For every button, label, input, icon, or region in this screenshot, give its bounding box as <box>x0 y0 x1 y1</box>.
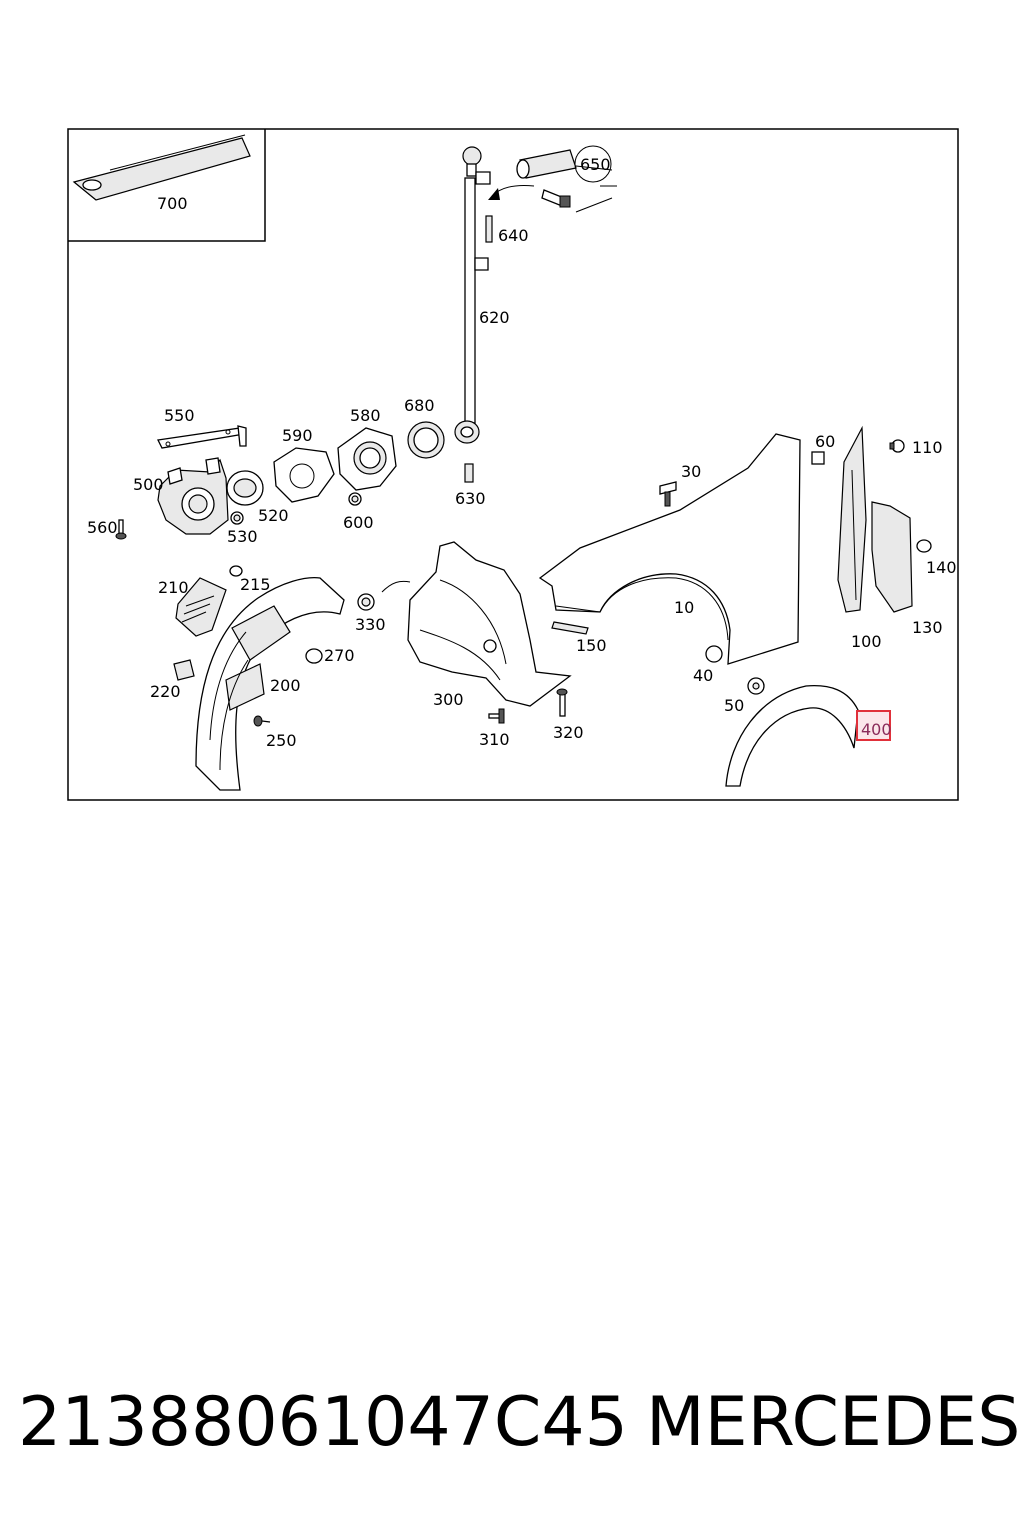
part-150-strip <box>551 621 589 635</box>
callout-400-highlight-box <box>856 710 891 741</box>
brand-name: MERCEDES <box>646 1383 1021 1462</box>
part-110-clip <box>889 439 905 453</box>
callout-220: 220 <box>150 682 181 701</box>
part-560-screw <box>115 519 127 540</box>
part-130-cover <box>871 501 913 613</box>
callout-620: 620 <box>479 308 510 327</box>
callout-560: 560 <box>87 518 118 537</box>
part-210-vent <box>175 577 227 637</box>
callout-50: 50 <box>724 696 744 715</box>
part-680-ring <box>407 421 445 459</box>
inset-frame-700 <box>68 129 266 242</box>
callout-500: 500 <box>133 475 164 494</box>
part-520-cap <box>226 470 264 506</box>
part-60-bolt <box>811 451 825 465</box>
part-320-clip <box>556 688 568 717</box>
callout-600: 600 <box>343 513 374 532</box>
callout-680: 680 <box>404 396 435 415</box>
callout-330: 330 <box>355 615 386 634</box>
part-600-grommet <box>348 492 362 506</box>
callout-10: 10 <box>674 598 694 617</box>
part-530-grommet <box>230 511 244 525</box>
callout-630: 630 <box>455 489 486 508</box>
callout-110: 110 <box>912 438 943 457</box>
part-10-fender <box>538 433 801 665</box>
callout-300: 300 <box>433 690 464 709</box>
callout-640: 640 <box>498 226 529 245</box>
callout-60: 60 <box>815 432 835 451</box>
part-400-arch-flare <box>725 684 859 787</box>
part-330-nut <box>357 593 375 611</box>
part-140-clip <box>916 539 932 553</box>
part-590-gasket <box>273 447 335 503</box>
callout-140: 140 <box>926 558 957 577</box>
part-250-screw <box>253 715 271 727</box>
part-650-bush-bolt <box>488 149 617 213</box>
part-100-pillar-trim <box>837 425 867 613</box>
part-700-strip <box>72 134 251 201</box>
callout-320: 320 <box>553 723 584 742</box>
part-550-bracket <box>157 425 247 449</box>
part-630-stud <box>464 463 474 483</box>
callout-210: 210 <box>158 578 189 597</box>
part-310-clip <box>488 708 505 724</box>
callout-30: 30 <box>681 462 701 481</box>
callout-700: 700 <box>157 194 188 213</box>
callout-130: 130 <box>912 618 943 637</box>
part-200-wheel-liner <box>195 576 345 791</box>
part-number: 21388061047C45 <box>18 1383 628 1462</box>
callout-40: 40 <box>693 666 713 685</box>
callout-650: 650 <box>580 155 611 174</box>
part-270-nut <box>305 648 323 664</box>
part-215-clip <box>229 565 243 577</box>
part-580-housing <box>337 427 397 491</box>
callout-530: 530 <box>227 527 258 546</box>
callout-150: 150 <box>576 636 607 655</box>
diagram-frame <box>67 128 959 801</box>
callout-580: 580 <box>350 406 381 425</box>
part-220-clip <box>173 659 195 681</box>
part-620-rod <box>454 146 491 444</box>
callout-550: 550 <box>164 406 195 425</box>
callout-200: 200 <box>270 676 301 695</box>
callout-100: 100 <box>851 632 882 651</box>
callout-250: 250 <box>266 731 297 750</box>
part-300-rear-liner <box>381 541 572 707</box>
callout-215: 215 <box>240 575 271 594</box>
callout-520: 520 <box>258 506 289 525</box>
callout-590: 590 <box>282 426 313 445</box>
part-50-washer <box>747 677 765 695</box>
part-30-bolt <box>659 481 677 507</box>
part-640-pin <box>485 215 493 243</box>
callout-270: 270 <box>324 646 355 665</box>
callout-400[interactable]: 400 <box>861 720 892 739</box>
callout-650-circle <box>574 145 612 183</box>
part-500-actuator <box>157 457 229 535</box>
callout-310: 310 <box>479 730 510 749</box>
footer: 21388061047C45 MERCEDES <box>0 1378 1024 1468</box>
part-40-nut <box>705 645 723 663</box>
